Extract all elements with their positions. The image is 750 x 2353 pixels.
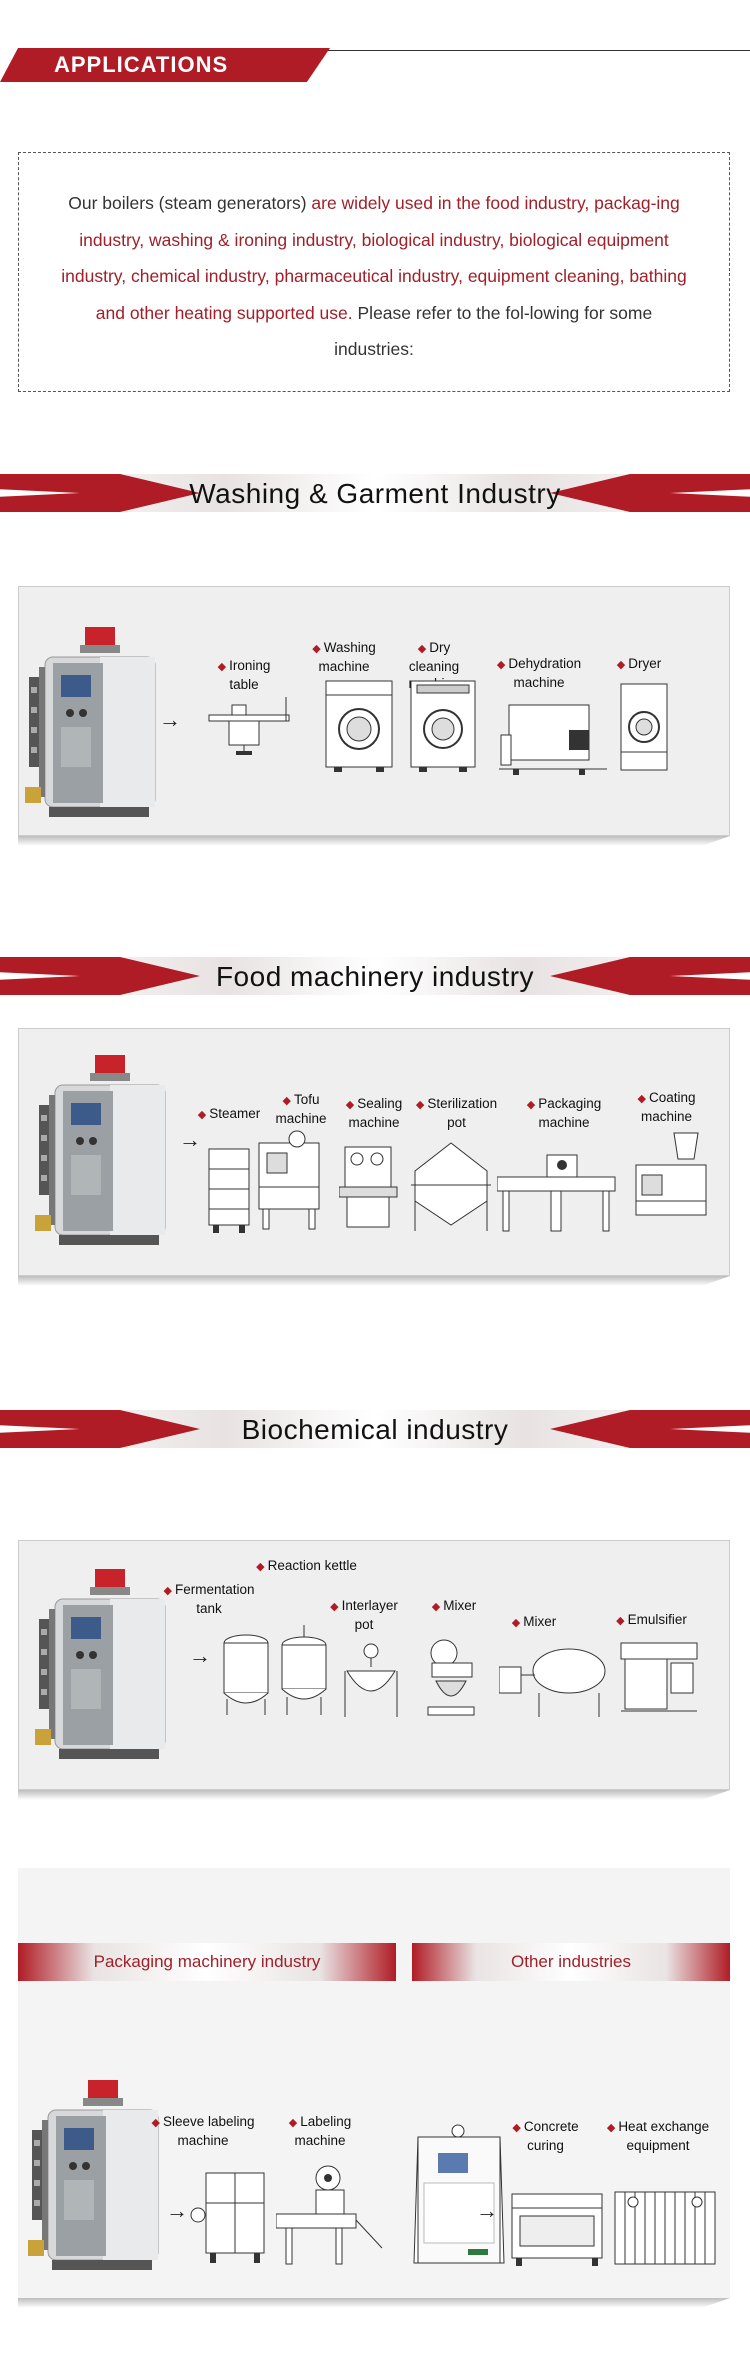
boiler-image <box>28 2080 159 2271</box>
panel-bio: → ◆Reaction kettle ◆Fermentation tank ◆I… <box>18 1540 730 1790</box>
intro-part1: Our boilers (steam generators) <box>68 193 312 213</box>
item-coating-machine: ◆Coating machine <box>637 1090 696 1124</box>
intro-highlight: are widely used in the food industry, pa… <box>61 193 687 323</box>
dry-cleaning-icon <box>410 680 476 772</box>
boiler-image <box>35 1569 166 1760</box>
section-title-other: Other industries <box>511 1952 631 1971</box>
section-title-food: Food machinery industry <box>215 961 535 992</box>
item-dryer: ◆Dryer <box>616 656 662 671</box>
page-title: APPLICATIONS <box>54 52 229 77</box>
boiler-image <box>25 627 156 818</box>
arrow-icon: → <box>189 1643 211 1668</box>
item-sterilization-pot: ◆Sterilization pot <box>415 1096 498 1130</box>
item-tofu-machine: ◆Tofu machine <box>275 1092 327 1126</box>
sterilization-pot-icon <box>411 1142 491 1231</box>
emulsifier-icon <box>620 1642 698 1712</box>
fermentation-tank-icon <box>223 1634 269 1715</box>
sleeve-labeling-icon <box>190 2172 265 2263</box>
section-title-bio: Biochemical industry <box>241 1414 509 1445</box>
steam-generator-icon <box>413 2124 505 2264</box>
item-sleeve-labeling: ◆Sleeve labeling machine <box>151 2114 255 2148</box>
sealing-machine-icon <box>339 1146 398 1228</box>
labeling-machine-icon <box>276 2165 383 2265</box>
intro-box: Our boilers (steam generators) are widel… <box>18 152 730 392</box>
dehydration-icon <box>499 704 607 775</box>
banner-food: Food machinery industry <box>0 957 750 995</box>
concrete-curing-icon <box>511 2193 603 2266</box>
intro-part3: Please refer to the fol-lowing for some … <box>334 302 653 360</box>
banner-packaging: Packaging machinery industry <box>18 1943 396 1981</box>
item-steamer: ◆Steamer <box>197 1106 261 1121</box>
header-tab <box>0 48 330 82</box>
panel-shadow <box>18 1276 730 1286</box>
panel-shadow <box>18 836 730 846</box>
arrow-icon: → <box>476 2198 498 2223</box>
item-packaging-machine: ◆Packaging machine <box>526 1096 602 1130</box>
item-emulsifier: ◆Emulsifier <box>616 1612 687 1627</box>
item-mixer-2: ◆Mixer <box>511 1614 557 1629</box>
item-washing-machine: ◆Washing machine <box>312 640 376 674</box>
item-interlayer-pot: ◆Interlayer pot <box>330 1598 398 1632</box>
panel-other: Packaging machinery industry Other indus… <box>18 1868 730 2298</box>
item-fermentation-tank: ◆Fermentation tank <box>163 1582 255 1616</box>
packaging-machine-icon <box>497 1154 616 1232</box>
panel-shadow <box>18 1790 730 1800</box>
item-dehydration: ◆Dehydration machine <box>496 656 582 690</box>
panel-shadow <box>18 2298 730 2308</box>
section-title-packaging: Packaging machinery industry <box>93 1952 321 1971</box>
intro-text: Our boilers (steam generators) are widel… <box>19 153 729 368</box>
panel-food: → ◆Steamer ◆Tofu machine ◆Sealing machin… <box>18 1028 730 1276</box>
interlayer-pot-icon <box>344 1643 398 1717</box>
item-labeling-machine: ◆Labeling machine <box>288 2114 352 2148</box>
header-rule <box>0 50 750 51</box>
heat-exchange-icon <box>614 2191 716 2265</box>
banner-other: Other industries <box>412 1943 730 1981</box>
banner-washing: Washing & Garment Industry <box>0 474 750 512</box>
item-concrete-curing: ◆Concrete curing <box>512 2119 579 2153</box>
item-ironing-table: ◆Ironing table <box>217 658 271 692</box>
arrow-icon: → <box>166 2198 188 2223</box>
item-heat-exchange: ◆Heat exchange equipment <box>606 2119 710 2153</box>
steamer-icon <box>208 1148 250 1233</box>
section-title-washing: Washing & Garment Industry <box>189 478 561 509</box>
item-reaction-kettle: ◆Reaction kettle <box>256 1558 357 1573</box>
boiler-image <box>35 1055 166 1246</box>
reaction-kettle-icon <box>281 1625 327 1715</box>
arrow-icon: → <box>159 707 181 732</box>
tofu-machine-icon <box>258 1130 320 1230</box>
mixer-2-icon <box>499 1648 606 1717</box>
item-sealing-machine: ◆Sealing machine <box>345 1096 403 1130</box>
banner-bio: Biochemical industry <box>0 1410 750 1448</box>
washing-machine-icon <box>325 680 393 772</box>
item-mixer-1: ◆Mixer <box>431 1598 477 1613</box>
mixer-1-icon <box>427 1639 475 1716</box>
coating-machine-icon <box>635 1132 707 1216</box>
panel-washing: → ◆Ironing table ◆Washing machine ◆Dry c… <box>18 586 730 836</box>
arrow-icon: → <box>179 1127 201 1152</box>
ironing-table-icon <box>208 697 290 755</box>
dryer-icon <box>620 683 668 771</box>
